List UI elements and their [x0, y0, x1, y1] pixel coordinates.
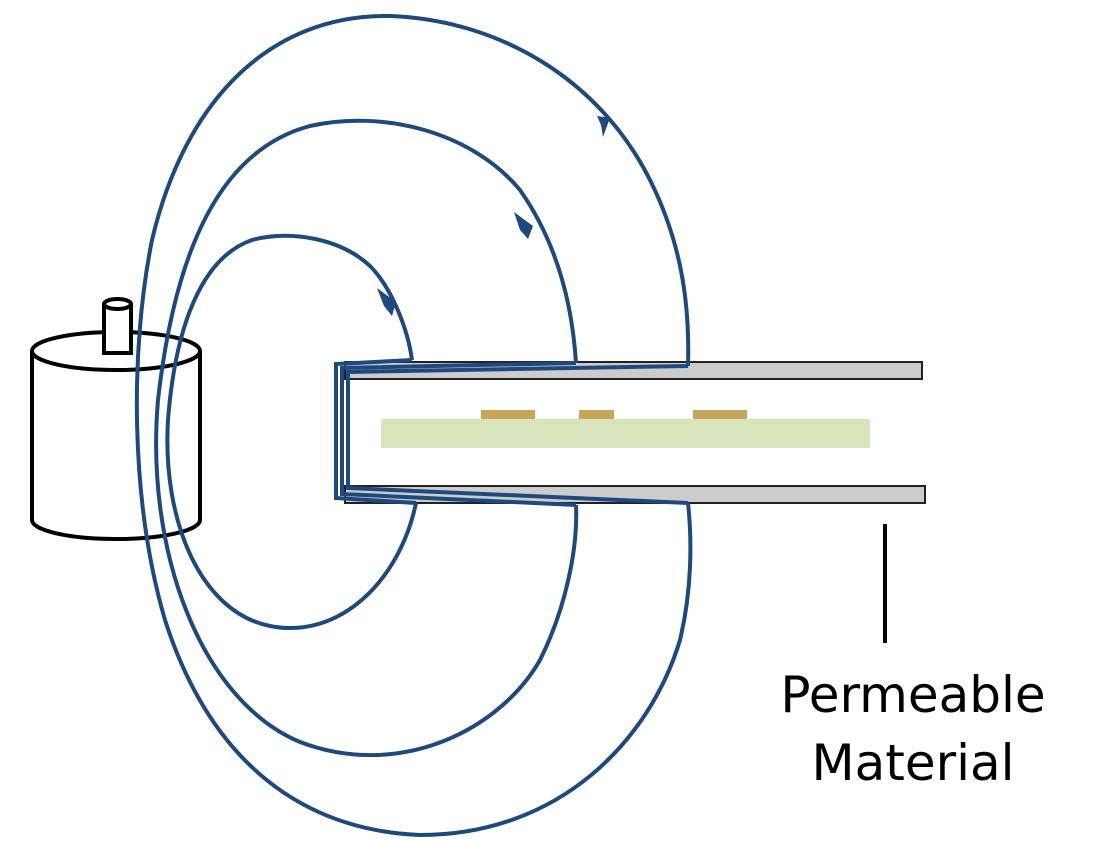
- material-label-line2: Material: [811, 734, 1014, 792]
- field-line-middle: [154, 118, 579, 758]
- material-label-line1: Permeable: [780, 666, 1045, 724]
- component: [579, 410, 614, 419]
- field-line-inner: [165, 233, 418, 630]
- arrowhead-icon: [514, 212, 533, 239]
- magnetic-field-lines: [134, 13, 693, 838]
- circuit-board: [381, 410, 870, 448]
- magnet-shaft-top: [102, 297, 133, 311]
- magnet-shaft: [102, 304, 133, 355]
- component: [693, 410, 747, 419]
- field-line-outer: [134, 13, 693, 838]
- arrowhead-icon: [597, 116, 610, 137]
- arrowhead-icon: [377, 288, 396, 316]
- component: [481, 410, 535, 419]
- field-arrows: [377, 116, 610, 316]
- board: [381, 419, 870, 448]
